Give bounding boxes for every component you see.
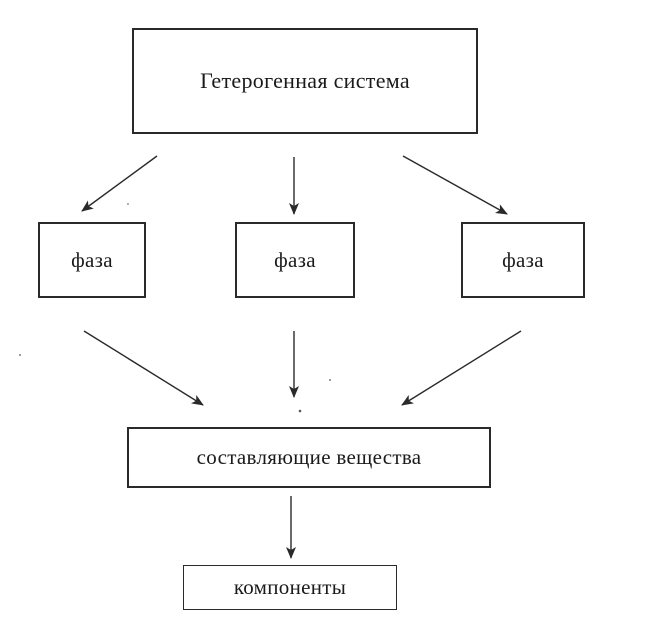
components-node: компоненты <box>183 565 397 610</box>
edge-phase-1-to-substances <box>83 330 204 406</box>
phase-node-label: фаза <box>502 247 544 272</box>
scan-speck <box>127 203 129 205</box>
scan-speck <box>329 379 331 381</box>
components-node-label: компоненты <box>233 575 347 599</box>
phase-node-3: фаза <box>461 222 585 298</box>
root-node-heterogeneous-system: Гетерогенная система <box>132 28 478 134</box>
phase-node-label: фаза <box>274 247 316 272</box>
root-node-label: Гетерогенная система <box>200 68 410 93</box>
phase-node-2: фаза <box>235 222 355 298</box>
substances-node: составляющие вещества <box>127 427 491 488</box>
phase-node-1: фаза <box>38 222 146 298</box>
edge-root-to-phase-1 <box>81 155 158 212</box>
scan-speck <box>19 354 21 356</box>
edge-phase-3-to-substances <box>401 330 522 406</box>
scan-speck <box>298 409 302 413</box>
substances-node-label: составляющие вещества <box>196 445 422 469</box>
phase-node-label: фаза <box>71 247 113 272</box>
edge-root-to-phase-3 <box>402 155 508 215</box>
